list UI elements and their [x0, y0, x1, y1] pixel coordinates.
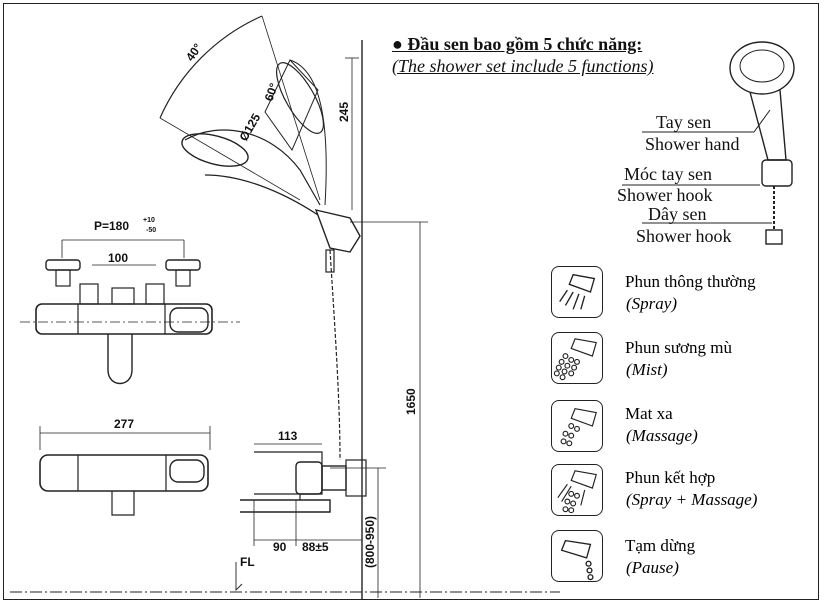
- dim-mount-height: (800-950): [363, 516, 377, 568]
- dim-body-length: 277: [114, 417, 134, 431]
- dim-angle-60: 60°: [262, 81, 281, 103]
- hand-shower-illustration: [729, 41, 795, 245]
- dim-pitch-tol-upper: +10: [143, 217, 155, 224]
- massage-icon: [551, 400, 603, 452]
- function-mist-name: Phun sương mù: [625, 338, 732, 357]
- function-pause-en: (Pause): [626, 558, 679, 577]
- dim-floor-level: FL: [240, 555, 255, 569]
- mixer-top-view: [39, 454, 209, 516]
- function-massage-en: (Massage): [626, 426, 698, 445]
- dim-total-height: 1650: [404, 388, 418, 415]
- part-shower-hook-vi: Móc tay sen: [624, 164, 712, 184]
- part-shower-hand-vi: Tay sen: [656, 112, 712, 132]
- dim-spout-offset: 90: [273, 540, 287, 554]
- mixer-side-view: [240, 451, 367, 513]
- dim-angle-40: 40°: [183, 41, 205, 64]
- shower-head-tilted: [184, 129, 321, 206]
- dim-projection: 113: [278, 429, 298, 443]
- functions-subheading: (The shower set include 5 functions): [392, 56, 654, 76]
- dim-head-height: 245: [337, 102, 351, 122]
- dim-inlet-spacing: 100: [108, 251, 128, 265]
- mixer-front-view: [35, 259, 213, 385]
- function-massage-name: Mat xa: [625, 404, 673, 423]
- dim-wall-offset: 88±5: [302, 540, 329, 554]
- hose-line: [329, 249, 341, 461]
- angle-arc-40: [159, 15, 263, 119]
- part-shower-hook-en: Shower hook: [617, 185, 713, 205]
- function-spray-massage-name: Phun kết hợp: [625, 468, 716, 487]
- part-shower-hand-en: Shower hand: [645, 134, 740, 154]
- part-hose-vi: Dây sen: [648, 204, 707, 224]
- shower-head-upper: [264, 59, 319, 152]
- function-spray-massage-en: (Spray + Massage): [626, 490, 758, 509]
- spray-massage-icon: [551, 464, 603, 516]
- dim-pitch-tol-lower: -50: [146, 227, 156, 234]
- mist-icon: [551, 332, 603, 384]
- dim-head-diameter: Ø125: [236, 111, 263, 144]
- wall-holder: [314, 209, 361, 253]
- functions-heading: ● Đầu sen bao gồm 5 chức năng:: [392, 34, 643, 54]
- function-pause-name: Tạm dừng: [625, 536, 696, 555]
- function-spray-en: (Spray): [626, 294, 677, 313]
- spray-icon: [551, 266, 603, 318]
- function-spray-name: Phun thông thường: [625, 272, 756, 291]
- function-mist-en: (Mist): [626, 360, 668, 379]
- drawing-frame: [3, 3, 819, 600]
- pause-icon: [551, 530, 603, 582]
- part-hose-en: Shower hook: [636, 226, 732, 246]
- dim-pitch: P=180: [94, 219, 129, 233]
